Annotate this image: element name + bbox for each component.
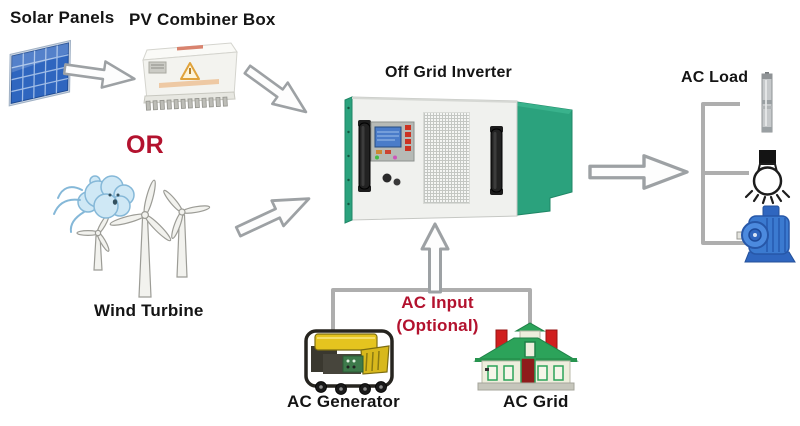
inverter-left-handle (358, 120, 371, 192)
inverter-vent-mesh (423, 112, 470, 204)
arrow-solar-to-combiner (62, 60, 136, 89)
pv-combiner-box-icon (142, 42, 238, 111)
house-icon (473, 322, 579, 391)
wind-scene-icon (53, 175, 211, 298)
wind-cloud-icon (53, 175, 135, 233)
label-ac-grid: AC Grid (503, 392, 569, 411)
motor-icon (736, 205, 796, 263)
inverter-switch (393, 178, 401, 186)
label-wind-turbine: Wind Turbine (94, 301, 204, 320)
label-ac-load: AC Load (681, 69, 749, 86)
ac-input-line2: (Optional) (396, 316, 479, 335)
light-bulb-icon (744, 150, 791, 205)
label-ac-generator: AC Generator (287, 392, 400, 411)
arrow-combiner-to-inverter (243, 64, 308, 114)
inverter-knob (382, 173, 392, 183)
inverter-right-handle (490, 126, 503, 195)
inverter-display (370, 121, 415, 162)
water-pump-icon (761, 72, 773, 133)
arrow-wind-to-inverter (234, 197, 311, 238)
arrow-ac-input-to-inverter (420, 222, 450, 294)
label-pv-combiner-box: PV Combiner Box (129, 10, 276, 29)
solar-panel-icon (8, 39, 71, 107)
label-solar-panels: Solar Panels (10, 8, 115, 27)
label-ac-input: AC Input (Optional) (360, 291, 515, 337)
generator-icon (304, 329, 394, 395)
ac-input-line1: AC Input (401, 293, 474, 312)
arrow-inverter-to-load (588, 154, 689, 190)
label-or: OR (126, 131, 164, 159)
label-off-grid-inverter: Off Grid Inverter (385, 64, 512, 81)
